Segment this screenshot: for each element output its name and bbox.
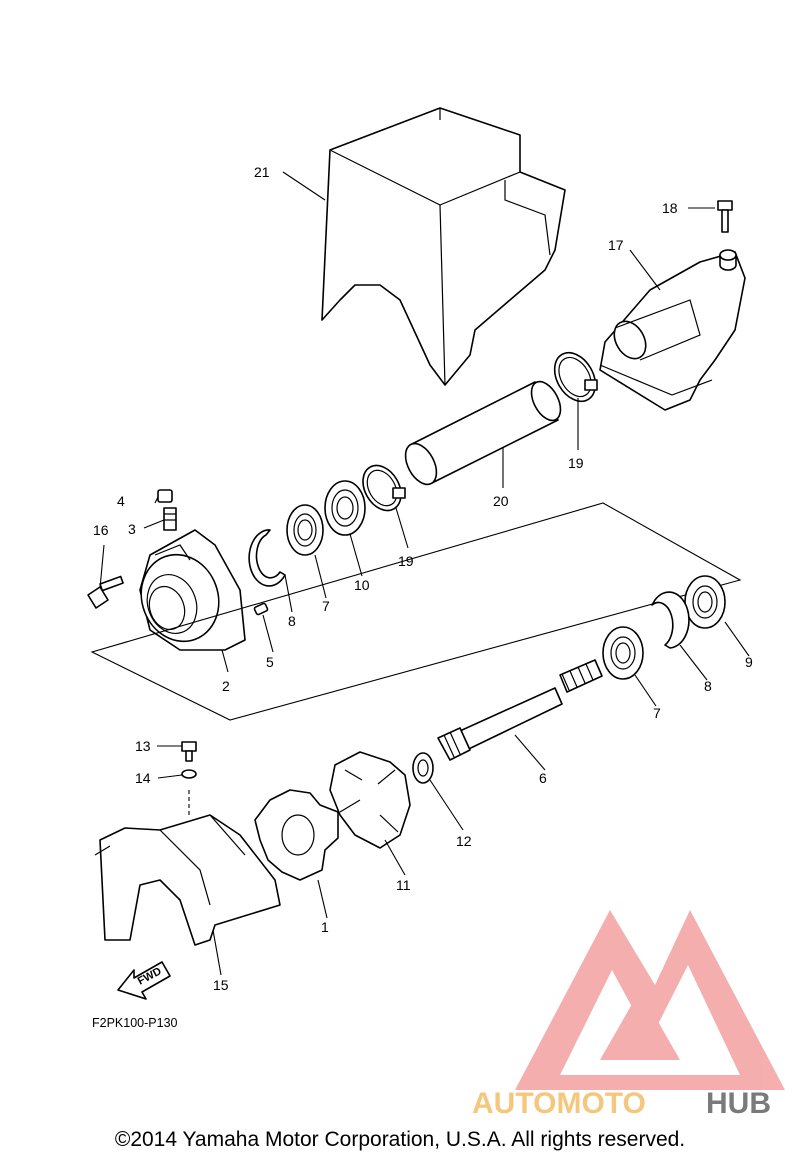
callout-4: 4 [117,493,125,509]
part-12-washer [412,752,434,784]
part-13-bolt [181,741,197,762]
part-19-clamp-lower [362,464,406,512]
callout-8-lower: 8 [704,678,712,694]
callout-19-upper: 19 [568,455,584,471]
assembly-frame [90,502,742,721]
callout-13: 13 [135,738,151,754]
forward-direction-arrow: FWD [117,961,171,1000]
callout-1: 1 [321,919,329,935]
callout-12: 12 [456,833,472,849]
callout-16: 16 [93,522,109,538]
watermark-logo [515,910,785,1090]
callout-19-lower: 19 [398,553,414,569]
callout-21: 21 [254,164,270,180]
callout-11: 11 [396,877,411,893]
callout-numbers: 21 18 17 19 20 19 10 7 8 5 2 4 3 16 9 8 … [93,164,753,993]
part-8-circlip-lower [651,591,690,649]
part-21-cover [321,107,566,386]
callout-20: 20 [493,493,509,509]
watermark-text-part2: HUB [706,1087,771,1120]
part-2-housing [139,529,246,651]
part-20-hose [404,380,562,486]
part-16-bolt [87,575,124,609]
watermark-text-part1: AUTOMOTO [472,1087,646,1120]
part-10-bearing [324,480,366,536]
callout-15: 15 [213,977,229,993]
part-1-damper [254,789,339,881]
callout-5: 5 [266,654,274,670]
leader-lines [99,171,750,976]
callout-10: 10 [354,577,370,593]
part-14-washer [181,769,197,779]
callout-7-upper: 7 [322,598,330,614]
callout-18: 18 [662,200,678,216]
callout-17: 17 [608,237,624,253]
callout-8-upper: 8 [288,613,296,629]
part-19-clamp-upper [553,351,598,403]
part-17-nozzle [599,249,746,411]
part-11-coupler [329,751,411,849]
part-5-pin [253,602,269,616]
callout-14: 14 [135,770,151,786]
diagram-code: F2PK100-P130 [92,1016,178,1030]
part-3-fitting [163,507,177,531]
copyright-notice: ©2014 Yamaha Motor Corporation, U.S.A. A… [114,1128,686,1151]
callout-3: 3 [128,521,136,537]
callout-2: 2 [222,678,230,694]
part-7-bearing-lower [602,626,644,680]
callout-9: 9 [745,654,753,670]
part-8-circlip-upper [248,529,286,587]
part-4-cap [157,489,173,503]
callout-6: 6 [539,770,547,786]
part-18-bolt [717,200,733,233]
callout-7-lower: 7 [653,705,661,721]
part-15-cover [94,814,281,946]
part-7-bearing-upper [286,504,324,556]
part-9-bearing [684,575,726,629]
part-6-shaft [437,659,603,761]
